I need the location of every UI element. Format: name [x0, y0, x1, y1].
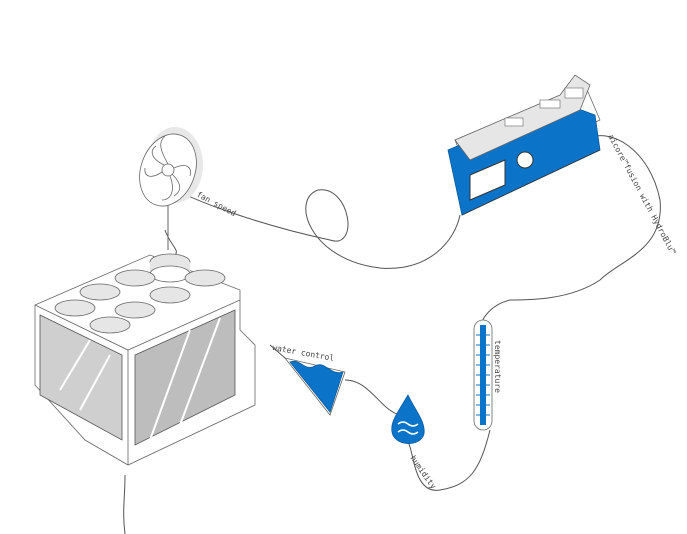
water-control-icon — [283, 357, 346, 416]
thermometer-icon — [473, 319, 493, 431]
controller-label: aicore™fusion with HydroBlu™ — [606, 133, 677, 256]
fan-speed-label: fan speed — [195, 190, 238, 218]
controller-board-icon — [447, 74, 601, 216]
humidity-label: humidity — [408, 454, 438, 491]
humidity-drop-icon — [391, 394, 425, 444]
fan-icon — [139, 127, 203, 250]
chiller-unit-icon — [34, 253, 256, 466]
connection-wire — [123, 135, 661, 534]
water-control-label: water control — [272, 343, 335, 363]
temperature-label: temperature — [493, 340, 502, 393]
